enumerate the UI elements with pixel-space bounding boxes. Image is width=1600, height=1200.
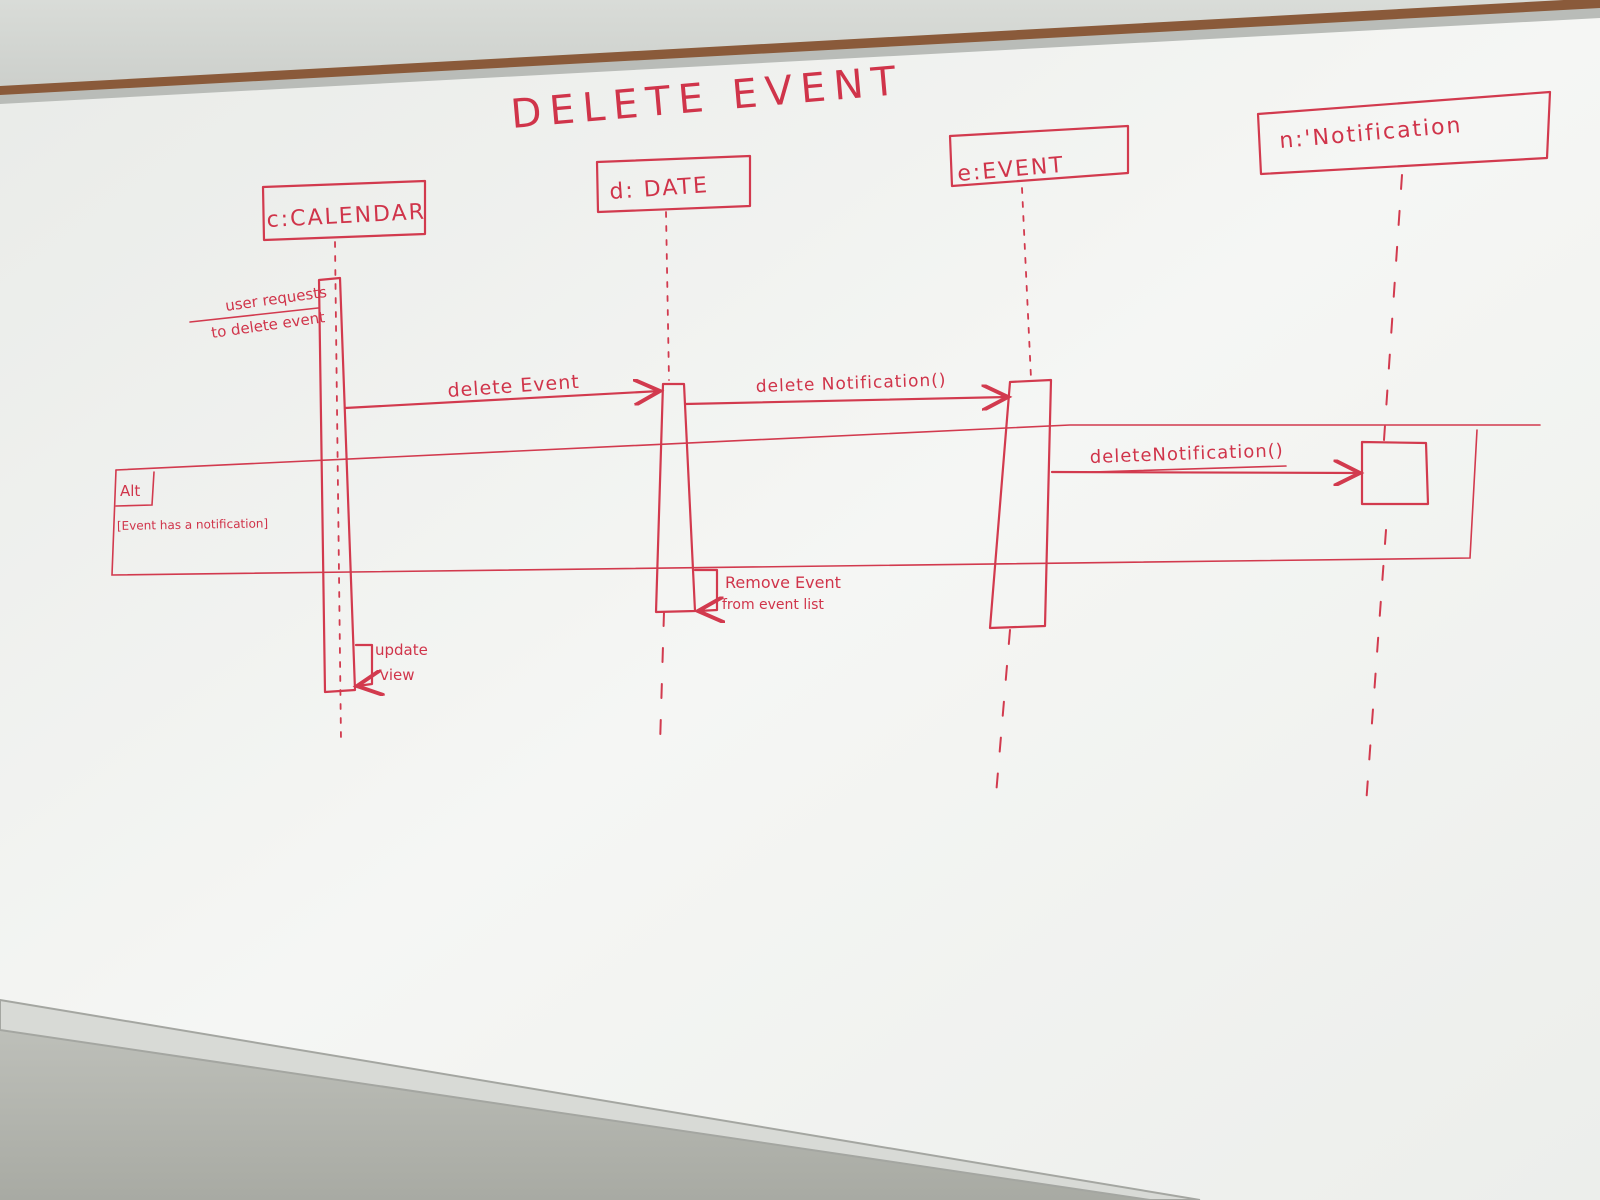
board-surface [0,18,1600,1200]
remove-event-line2: from event list [722,597,824,613]
update-view-line1: update [375,641,428,659]
self-call-update-view: update view [356,641,428,686]
self-call-remove-event: Remove Event from event list [695,568,841,613]
update-view-line2: view [380,666,415,684]
activation-event [988,378,1053,630]
remove-event-line1: Remove Event [725,573,841,592]
marker-tray [0,998,1201,1200]
alt-operator: Alt [120,482,140,500]
alt-fragment: Alt [Event has a notification] [111,424,1541,576]
alt-guard: [Event has a notification] [117,516,268,533]
